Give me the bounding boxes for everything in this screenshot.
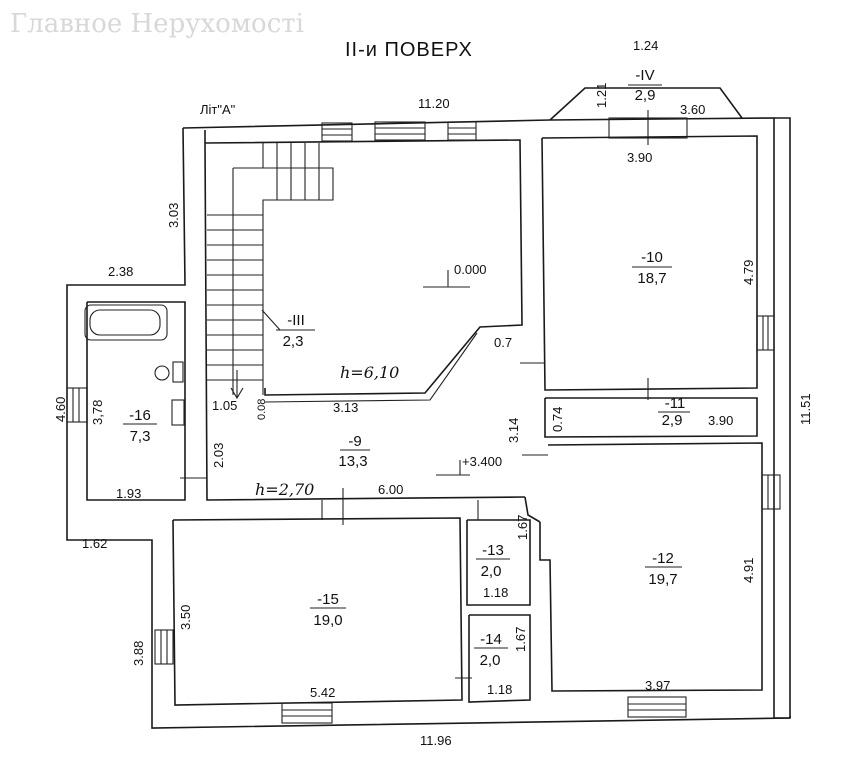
page-title: II-и ПОВЕРХ [345, 39, 473, 61]
dimensions: 11.20 1.24 3.60 3.90 2.38 1.93 1.05 3.13… [53, 38, 813, 748]
room-stair-outline [204, 139, 526, 501]
dim-room15-depth: 3.50 [178, 605, 193, 630]
bathroom [84, 301, 207, 501]
level-lower: +3.400 [462, 454, 502, 469]
dim-room11-depth: 0.74 [550, 407, 565, 432]
room-12-id: -12 [652, 550, 674, 567]
outer-walls [66, 87, 791, 729]
dim-bay-width: 3.60 [680, 102, 705, 117]
room-15-area: 19,0 [313, 612, 342, 629]
dim-bath-depth: 3,78 [90, 400, 105, 425]
room-III-id: -III [287, 312, 305, 329]
dim-left-lower: 3.88 [131, 641, 146, 666]
level-upper: 0.000 [454, 262, 487, 277]
lower-rooms [172, 488, 531, 706]
right-rooms [520, 135, 763, 692]
dim-room15-width: 5.42 [310, 685, 335, 700]
dim-door-gap: 0.7 [494, 335, 512, 350]
bay-window-outline [549, 87, 743, 121]
room-IV-id: -IV [635, 67, 654, 84]
dim-top-width: 11.20 [418, 96, 450, 111]
room-labels: -IV 2,9 -10 18,7 -III 2,3 -11 2,9 -16 7,… [129, 67, 685, 669]
room-12-area: 19,7 [648, 571, 677, 588]
dim-room10-width: 3.90 [627, 150, 652, 165]
windows [66, 110, 781, 724]
dim-room13-width: 1.18 [483, 585, 508, 600]
dim-hall-top: 3.13 [333, 400, 358, 415]
dim-bay-top: 1.24 [633, 38, 658, 53]
dim-stair-gap: 0.08 [256, 399, 268, 420]
level-markers [423, 270, 470, 476]
room-10-area: 18,7 [637, 270, 666, 287]
dim-step-width: 1.62 [82, 536, 107, 551]
room-11-area: 2,9 [662, 412, 683, 429]
dim-right-total: 11.51 [798, 393, 813, 425]
dim-room14-width: 1.18 [487, 682, 512, 697]
room-III-area: 2,3 [283, 333, 304, 350]
dim-bay-depth: 1.21 [594, 83, 609, 108]
room-15-id: -15 [317, 591, 339, 608]
room-9-id: -9 [348, 433, 361, 450]
dim-wing-width: 2.38 [108, 264, 133, 279]
dim-room11-width: 3.90 [708, 413, 733, 428]
height-hall: h=2,70 [255, 480, 314, 499]
dim-hall-left: 2.03 [211, 443, 226, 468]
dim-hall-width: 6.00 [378, 482, 403, 497]
room-10-id: -10 [641, 249, 663, 266]
height-stair: h=6,10 [340, 363, 399, 382]
fraction-bars [123, 84, 690, 649]
room-16-area: 7,3 [130, 428, 151, 445]
dim-bath-width: 1.93 [116, 486, 141, 501]
dim-room12-width: 3.97 [645, 678, 670, 693]
dim-room12-depth: 4.91 [741, 558, 756, 583]
room-14-area: 2,0 [480, 652, 501, 669]
watermark: Главное Нерухомості [10, 9, 304, 39]
dim-room10-depth: 4.79 [741, 260, 756, 285]
room-14-id: -14 [480, 631, 502, 648]
room-11-id: -11 [665, 395, 686, 412]
room-IV-area: 2,9 [635, 87, 656, 104]
dim-bottom-width: 11.96 [420, 733, 452, 748]
room-13-area: 2,0 [481, 563, 502, 580]
room-13-id: -13 [482, 542, 504, 559]
dim-left-upper: 3.03 [166, 203, 181, 228]
dim-stair-width: 1.05 [212, 398, 237, 413]
dim-room13-depth: 1.67 [515, 515, 530, 540]
dim-wing-height: 4.60 [53, 397, 68, 422]
dim-hall-side: 3.14 [506, 418, 521, 443]
room-9-area: 13,3 [338, 453, 367, 470]
dim-room14-depth: 1.67 [513, 627, 528, 652]
building-label: Літ"А" [200, 102, 236, 117]
staircase [207, 143, 334, 400]
room-16-id: -16 [129, 407, 151, 424]
